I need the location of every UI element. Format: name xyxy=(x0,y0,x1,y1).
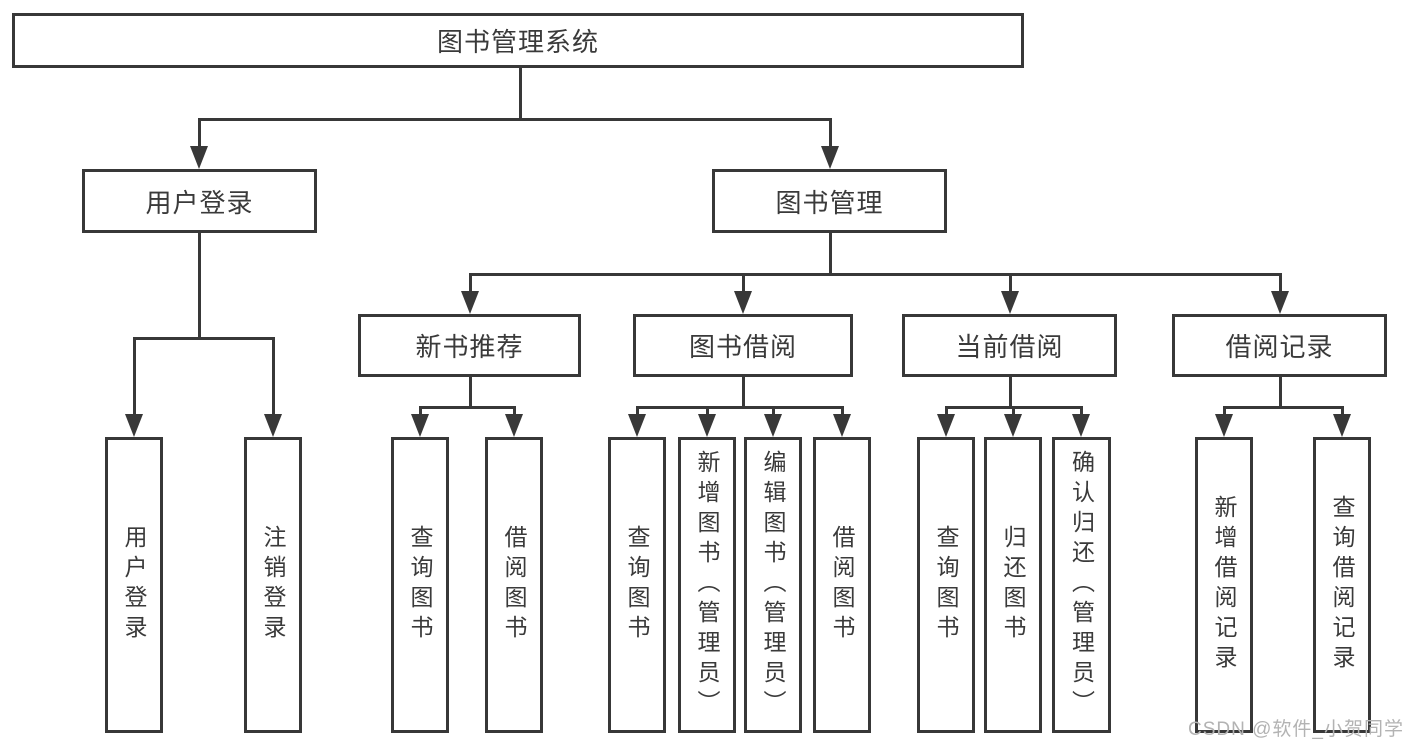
connector-line-vertical xyxy=(468,273,472,291)
arrowhead-down-icon xyxy=(1001,291,1019,314)
leaf-borrow-book-1: 借阅图书 xyxy=(485,437,543,733)
arrowhead-down-icon xyxy=(190,146,208,169)
connector-line-vertical xyxy=(518,68,522,118)
connector-line-vertical xyxy=(828,118,832,146)
connector-line-vertical xyxy=(1278,273,1282,291)
arrowhead-down-icon xyxy=(1004,414,1022,437)
connector-line-horizontal xyxy=(197,118,832,121)
connector-line-vertical xyxy=(705,406,709,416)
connector-line-vertical xyxy=(197,233,201,337)
arrowhead-down-icon xyxy=(1333,414,1351,437)
connector-line-vertical xyxy=(1340,406,1344,416)
connector-line-vertical xyxy=(1222,406,1226,416)
watermark-text: CSDN @软件_小贺同学 xyxy=(1188,719,1404,740)
connector-line-vertical xyxy=(418,406,422,416)
connector-line-horizontal xyxy=(418,406,516,409)
arrowhead-down-icon xyxy=(764,414,782,437)
arrowhead-down-icon xyxy=(1072,414,1090,437)
node-borrow-records: 借阅记录 xyxy=(1172,314,1387,377)
connector-line-vertical xyxy=(828,233,832,273)
connector-line-vertical xyxy=(1008,273,1012,291)
leaf-confirm-return-admin: 确认归还（管理员） xyxy=(1052,437,1111,733)
leaf-edit-book-admin: 编辑图书（管理员） xyxy=(744,437,802,733)
connector-line-horizontal xyxy=(944,406,1083,409)
connector-line-horizontal xyxy=(635,406,844,409)
leaf-logout: 注销登录 xyxy=(244,437,302,733)
connector-line-vertical xyxy=(771,406,775,416)
connector-line-vertical xyxy=(132,337,136,416)
connector-line-vertical xyxy=(840,406,844,416)
connector-line-horizontal xyxy=(132,337,275,340)
leaf-user-login: 用户登录 xyxy=(105,437,163,733)
arrowhead-down-icon xyxy=(628,414,646,437)
arrowhead-down-icon xyxy=(1215,414,1233,437)
connector-line-vertical xyxy=(944,406,948,416)
arrowhead-down-icon xyxy=(1271,291,1289,314)
arrowhead-down-icon xyxy=(698,414,716,437)
connector-line-vertical xyxy=(1079,406,1083,416)
leaf-borrow-book-2: 借阅图书 xyxy=(813,437,871,733)
connector-line-vertical xyxy=(1011,406,1015,416)
node-current-borrow: 当前借阅 xyxy=(902,314,1117,377)
connector-line-vertical xyxy=(741,273,745,291)
arrowhead-down-icon xyxy=(264,414,282,437)
arrowhead-down-icon xyxy=(505,414,523,437)
leaf-query-book-1: 查询图书 xyxy=(391,437,449,733)
connector-line-horizontal xyxy=(1222,406,1344,409)
leaf-query-book-3: 查询图书 xyxy=(917,437,975,733)
node-book-borrow: 图书借阅 xyxy=(633,314,853,377)
connector-line-vertical xyxy=(197,118,201,146)
arrowhead-down-icon xyxy=(937,414,955,437)
arrowhead-down-icon xyxy=(461,291,479,314)
connector-line-vertical xyxy=(1008,377,1012,406)
leaf-return-book: 归还图书 xyxy=(984,437,1042,733)
leaf-query-book-2: 查询图书 xyxy=(608,437,666,733)
arrowhead-down-icon xyxy=(411,414,429,437)
arrowhead-down-icon xyxy=(734,291,752,314)
connector-line-vertical xyxy=(512,406,516,416)
leaf-query-borrow-record: 查询借阅记录 xyxy=(1313,437,1371,733)
leaf-add-book-admin: 新增图书（管理员） xyxy=(678,437,736,733)
connector-line-vertical xyxy=(635,406,639,416)
node-root-system: 图书管理系统 xyxy=(12,13,1024,68)
connector-line-vertical xyxy=(271,337,275,416)
connector-line-horizontal xyxy=(468,273,1282,276)
node-user-login: 用户登录 xyxy=(82,169,317,233)
arrowhead-down-icon xyxy=(125,414,143,437)
connector-line-vertical xyxy=(1278,377,1282,406)
node-new-book-recommend: 新书推荐 xyxy=(358,314,581,377)
arrowhead-down-icon xyxy=(821,146,839,169)
connector-line-vertical xyxy=(468,377,472,406)
leaf-add-borrow-record: 新增借阅记录 xyxy=(1195,437,1253,733)
node-book-management: 图书管理 xyxy=(712,169,947,233)
arrowhead-down-icon xyxy=(833,414,851,437)
connector-line-vertical xyxy=(741,377,745,406)
